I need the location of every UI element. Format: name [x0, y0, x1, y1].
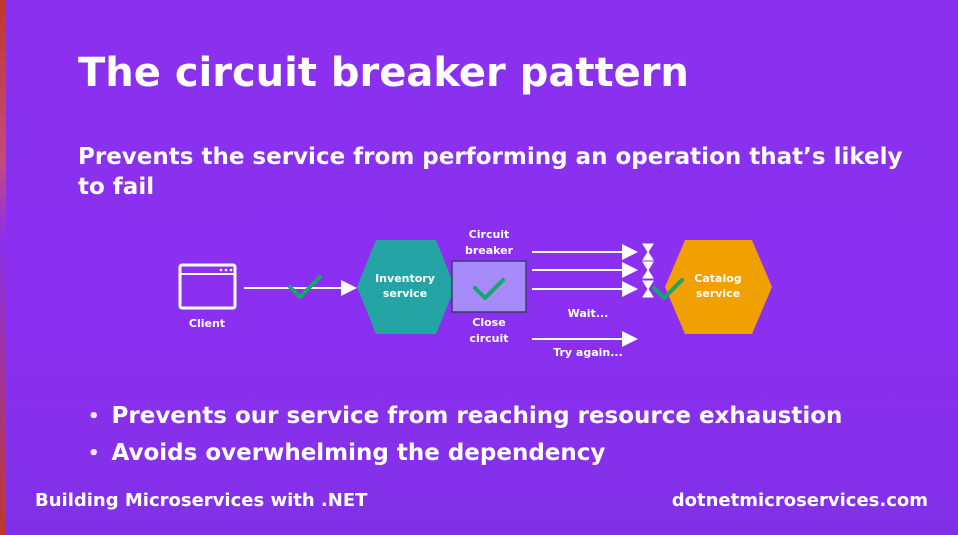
slide-subtitle: Prevents the service from performing an …	[78, 144, 903, 200]
hourglass-icon	[642, 261, 654, 279]
circuit-breaker-box	[451, 260, 527, 313]
retry-label: Try again...	[553, 346, 623, 359]
catalog-service-hexagon	[665, 240, 772, 334]
bullet-text: Prevents our service from reaching resou…	[111, 403, 843, 429]
client-window-icon	[178, 263, 237, 310]
footer-website: dotnetmicroservices.com	[671, 490, 928, 511]
catalog-label-line2: service	[696, 287, 740, 300]
breaker-label-line1: Circuit	[469, 228, 510, 241]
inventory-label-line1: Inventory	[375, 272, 435, 285]
close-label-line2: circuit	[469, 332, 508, 345]
client-label: Client	[189, 317, 225, 330]
breaker-checkmark-icon	[473, 278, 505, 300]
hourglass-icon	[642, 243, 654, 261]
catalog-checkmark-icon	[652, 278, 684, 300]
wait-label: Wait...	[568, 307, 609, 320]
inventory-label-line2: service	[383, 287, 427, 300]
hourglass-icon	[642, 280, 654, 298]
breaker-label-line2: breaker	[465, 244, 514, 257]
bullet-item: • Prevents our service from reaching res…	[88, 398, 842, 435]
bullet-text: Avoids overwhelming the dependency	[111, 440, 606, 466]
catalog-label-line1: Catalog	[694, 272, 741, 285]
bullet-list: • Prevents our service from reaching res…	[88, 398, 842, 472]
slide-title: The circuit breaker pattern	[78, 50, 689, 96]
close-label-line1: Close	[472, 316, 505, 329]
footer-course-title: Building Microservices with .NET	[35, 490, 368, 511]
bullet-item: • Avoids overwhelming the dependency	[88, 435, 842, 472]
bullet-dot-icon: •	[88, 406, 100, 427]
left-edge-strip	[0, 0, 6, 535]
inventory-service-hexagon	[357, 240, 455, 334]
bullet-dot-icon: •	[88, 443, 100, 464]
checkmark-icon	[288, 275, 322, 299]
